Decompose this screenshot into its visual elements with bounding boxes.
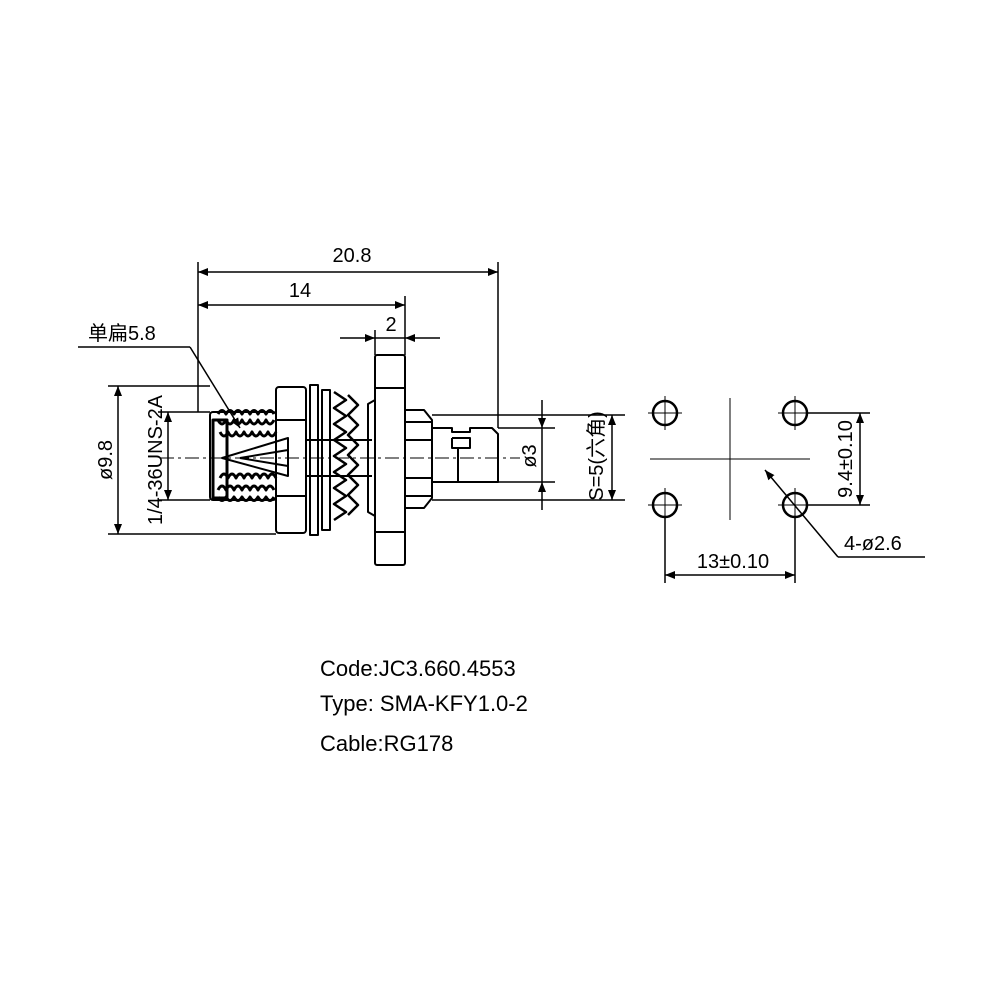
label-flat-width: 单扁5.8 xyxy=(88,322,156,345)
cable-value: RG178 xyxy=(383,731,454,756)
washer-2 xyxy=(321,389,331,531)
side-view xyxy=(160,354,520,566)
side-dimension-labels: 20.8 14 2 单扁5.8 ø9.8 1/4-36UNS-2A ø3 S=5… xyxy=(88,245,608,525)
label-hex-size: S=5(六角) xyxy=(585,411,608,500)
hole-pattern xyxy=(648,396,812,522)
code-value: JC3.660.4553 xyxy=(378,656,516,681)
flange xyxy=(374,354,406,566)
type-line: Type: SMA-KFY1.0-2 xyxy=(320,693,528,715)
cable-line: Cable:RG178 xyxy=(320,733,453,755)
label-flange-thickness: 2 xyxy=(385,314,396,336)
code-label: Code: xyxy=(320,656,379,681)
solder-tail xyxy=(432,427,499,483)
type-label: Type: xyxy=(320,691,380,716)
label-mounting-holes: 4-ø2.6 xyxy=(844,533,902,555)
washer-1 xyxy=(309,384,319,536)
center-contact xyxy=(221,437,289,477)
hex-nut xyxy=(275,386,307,534)
upper-thread xyxy=(216,409,278,438)
side-dimensions xyxy=(78,262,625,535)
label-thread-length: 14 xyxy=(289,280,311,302)
flat-leader xyxy=(189,346,241,429)
hole-leader xyxy=(764,469,839,558)
label-overall-length: 20.8 xyxy=(333,245,372,267)
cable-label: Cable: xyxy=(320,731,384,756)
hex-body xyxy=(404,409,433,509)
label-thread-diameter: ø9.8 xyxy=(95,440,117,480)
type-value: SMA-KFY1.0-2 xyxy=(379,691,528,716)
label-hole-spacing-horizontal: 13±0.10 xyxy=(697,551,769,573)
hole-dimension-labels: 13±0.10 9.4±0.10 4-ø2.6 xyxy=(697,420,902,573)
label-pin-diameter: ø3 xyxy=(519,444,541,467)
label-thread-spec: 1/4-36UNS-2A xyxy=(145,394,167,525)
code-line: Code:JC3.660.4553 xyxy=(320,658,516,680)
lower-thread xyxy=(216,472,278,502)
label-hole-spacing-vertical: 9.4±0.10 xyxy=(835,420,857,498)
lock-washer-thread xyxy=(332,390,360,522)
hole-dimensions xyxy=(664,412,925,583)
